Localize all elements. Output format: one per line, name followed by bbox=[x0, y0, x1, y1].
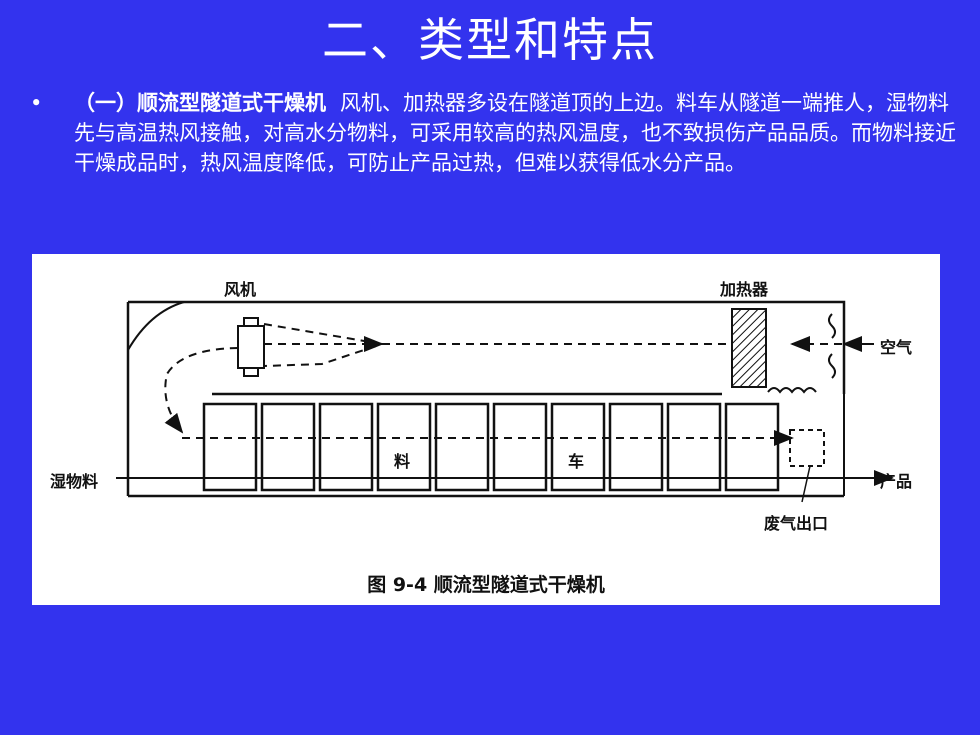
heater-coil bbox=[767, 387, 817, 394]
fan-icon bbox=[237, 317, 265, 377]
heater-icon bbox=[731, 308, 767, 388]
label-air: 空气 bbox=[880, 338, 913, 357]
bullet-body: 风机、加热器多设在隧道顶的上边。料车从隧道一端推人，湿物料先与高温热风接触，对高… bbox=[74, 91, 956, 175]
label-heater: 加热器 bbox=[720, 280, 769, 299]
label-exhaust: 废气出口 bbox=[764, 514, 829, 533]
exhaust-outlet-box bbox=[789, 429, 825, 467]
label-cart-char-2: 车 bbox=[568, 452, 585, 471]
corner-deflector bbox=[127, 301, 185, 351]
figure-caption: 图 9-4 顺流型隧道式干燥机 bbox=[367, 574, 605, 596]
slide-title: 二、类型和特点 bbox=[322, 13, 658, 67]
label-product: 产品 bbox=[880, 472, 913, 491]
bullet-bold-heading: （一）顺流型隧道式干燥机 bbox=[74, 91, 326, 115]
label-fan: 风机 bbox=[224, 280, 257, 299]
material-carts bbox=[202, 402, 780, 492]
tunnel-dryer-diagram bbox=[116, 300, 894, 503]
bullet-text: （一）顺流型隧道式干燥机风机、加热器多设在隧道顶的上边。料车从隧道一端推人，湿物… bbox=[74, 88, 962, 178]
bullet-marker: • bbox=[30, 91, 43, 115]
tunnel-dryer-figure: 风机 加热器 空气 湿物料 产品 废气出口 料 车 图 9-4 顺流型隧道式干燥… bbox=[32, 254, 940, 605]
label-wet-material: 湿物料 bbox=[50, 472, 99, 491]
label-cart-char-1: 料 bbox=[394, 452, 411, 471]
